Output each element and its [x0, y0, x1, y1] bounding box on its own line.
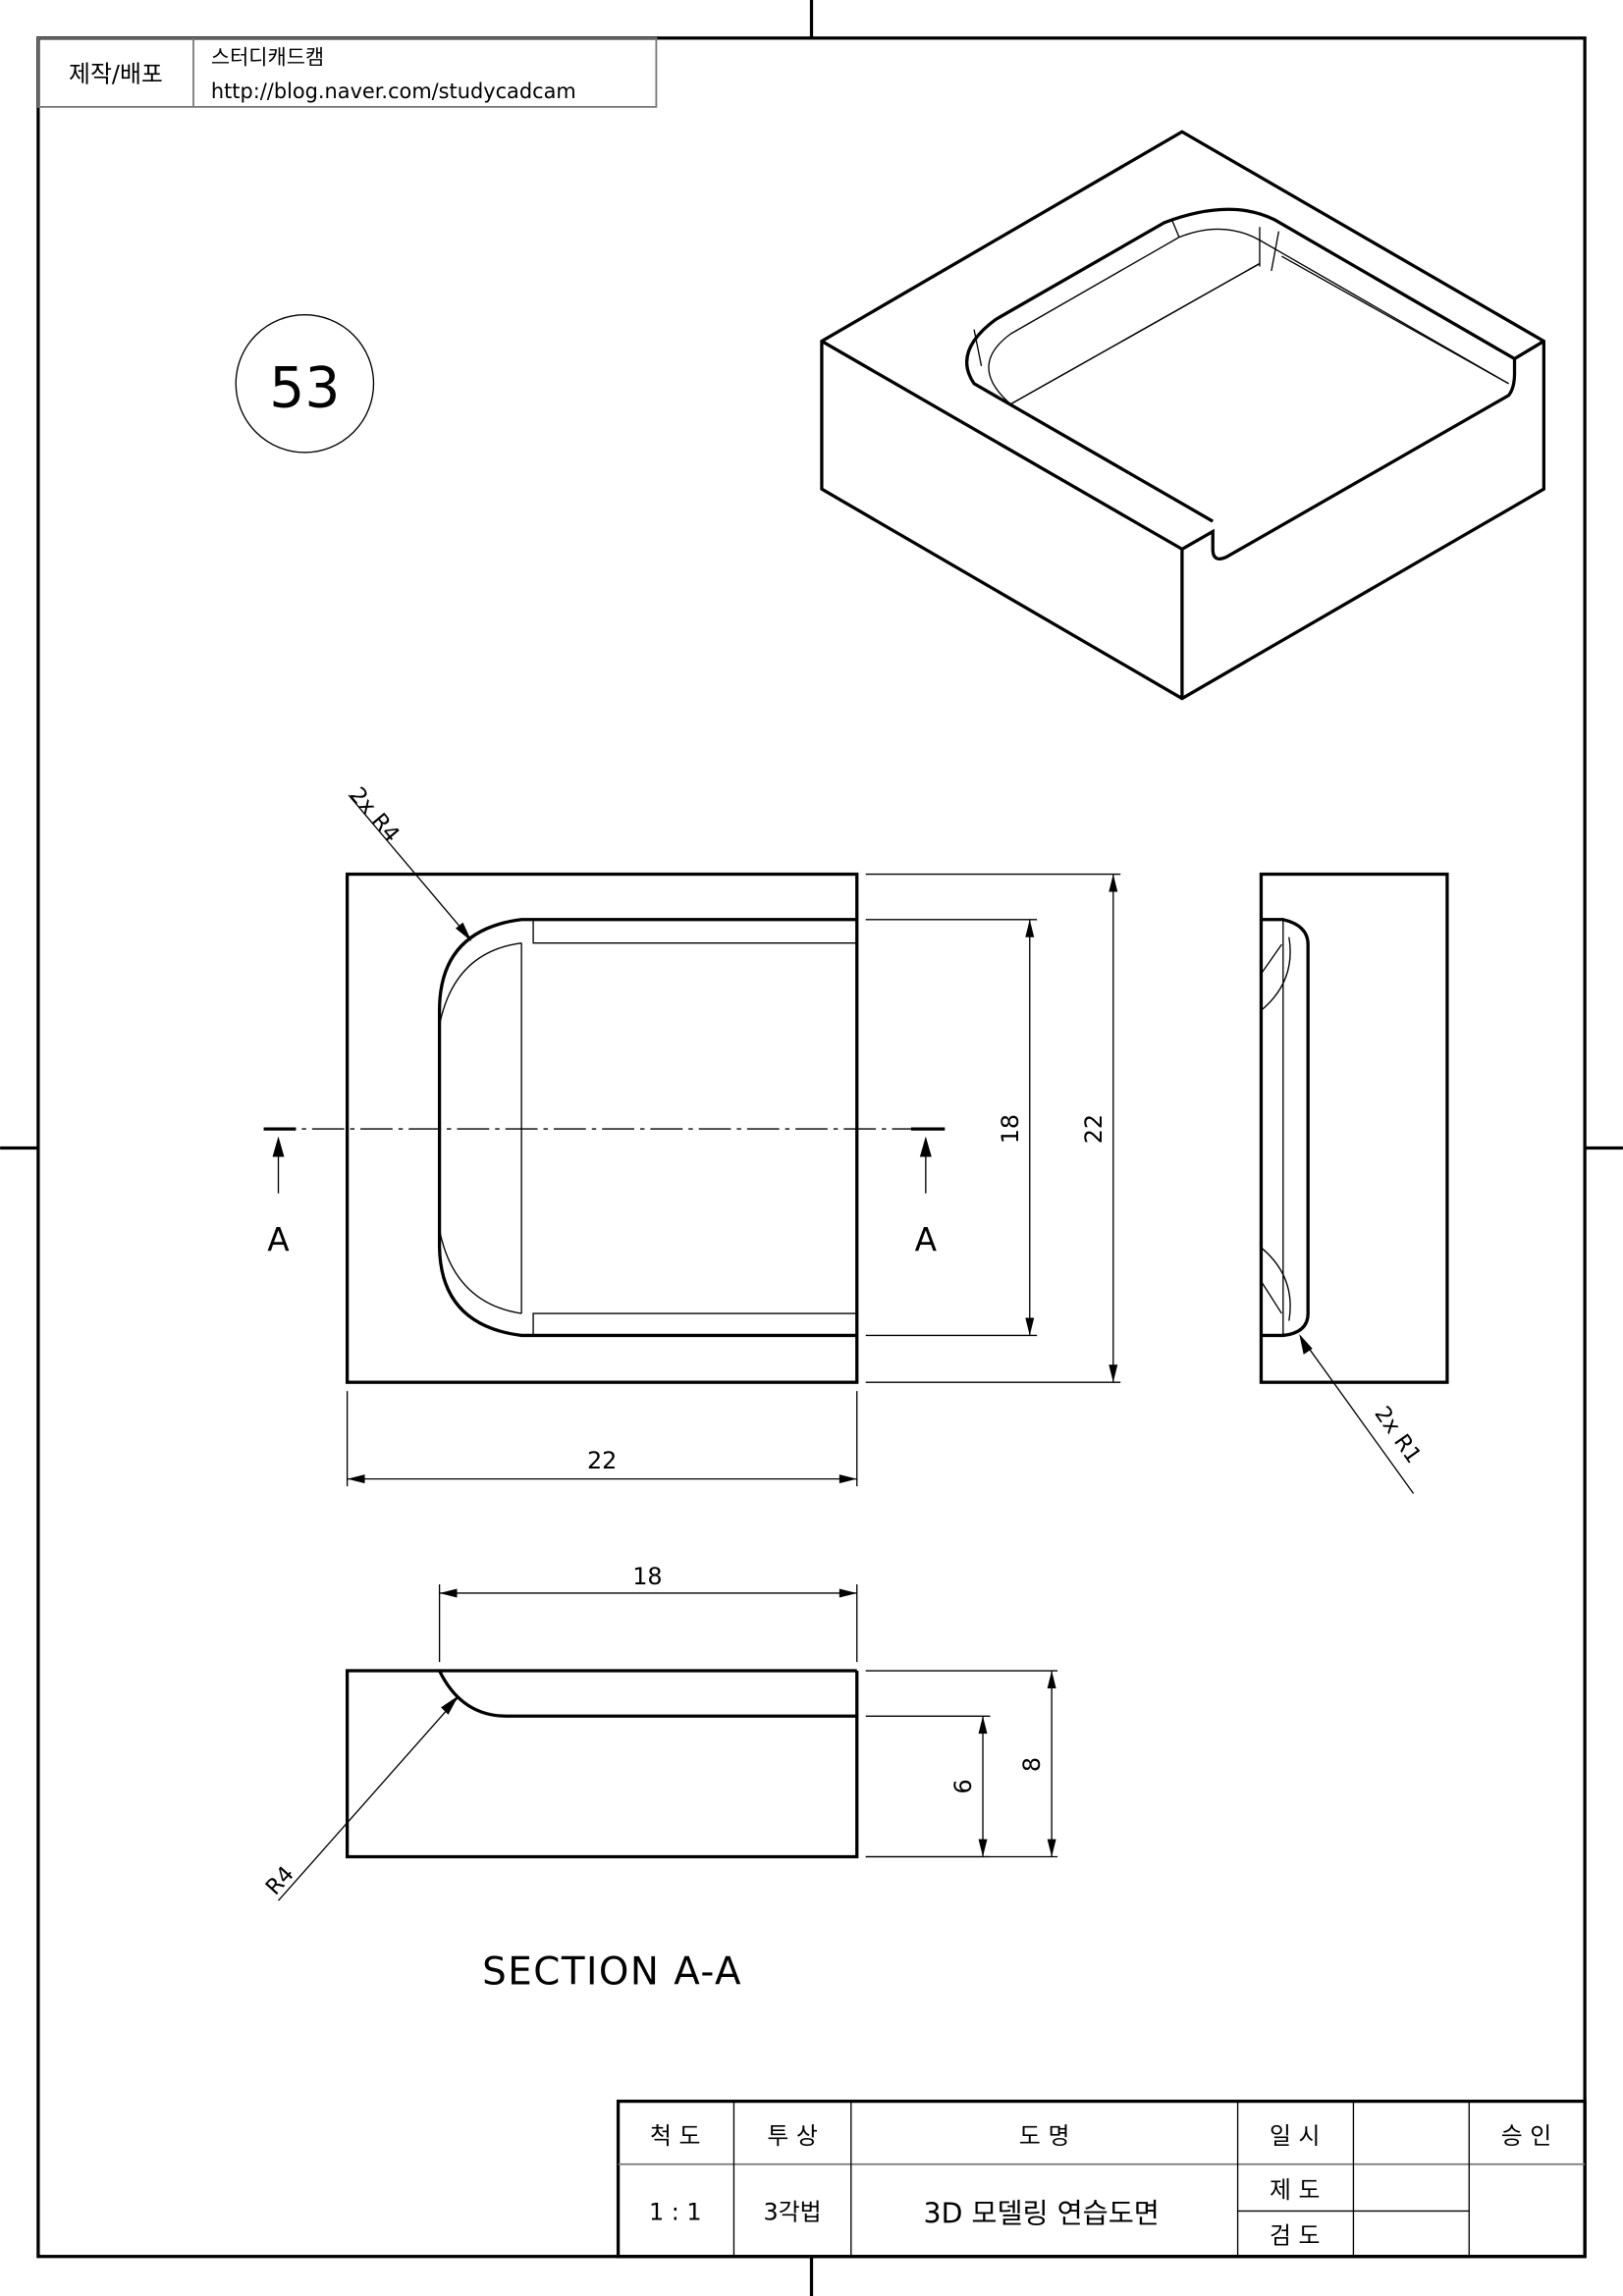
drawing-name: 3D 모델링 연습도면: [924, 2197, 1160, 2229]
header-url: http://blog.naver.com/studycadcam: [211, 80, 576, 103]
projection-label: 투 상: [767, 2122, 818, 2150]
dim-width-22: 22: [587, 1447, 617, 1474]
section-dim-18: 18: [632, 1563, 662, 1590]
section-view: 18 6 8 R4 SECTION A-A: [261, 1563, 1058, 1994]
scale-value: 1 : 1: [649, 2198, 702, 2225]
section-dim-6: 6: [949, 1779, 977, 1793]
checker-label: 검 도: [1270, 2221, 1321, 2249]
dim-height-22: 22: [1080, 1114, 1108, 1144]
dim-inner-18: 18: [997, 1114, 1024, 1144]
leader-r4-label: 2x R4: [345, 782, 405, 847]
section-mark-left: A: [267, 1221, 290, 1258]
date-label: 일 시: [1270, 2122, 1321, 2150]
isometric-view: [820, 130, 1545, 701]
header-author: 스터디캐드캠: [211, 46, 324, 70]
section-dim-8: 8: [1018, 1757, 1046, 1772]
header-label: 제작/배포: [69, 61, 163, 88]
projection-value: 3각법: [764, 2198, 822, 2225]
section-leader-r4: R4: [261, 1861, 299, 1900]
scale-label: 척 도: [650, 2122, 701, 2150]
front-view: A A 2x R4 22 18 22: [263, 782, 1121, 1487]
approve-label: 승 인: [1501, 2122, 1552, 2150]
side-view: 2x R1: [1259, 872, 1449, 1494]
name-label: 도 명: [1019, 2122, 1070, 2150]
drawing-number: 53: [269, 356, 340, 421]
section-title: SECTION A-A: [482, 1949, 742, 1994]
title-block: 척 도 투 상 도 명 일 시 승 인 1 : 1 3각법 3D 모델링 연습도…: [616, 2099, 1587, 2259]
header-box: 제작/배포 스터디캐드캠 http://blog.naver.com/study…: [36, 36, 658, 108]
drawing-number-circle: [235, 314, 375, 454]
section-mark-right: A: [915, 1221, 938, 1258]
leader-r1-label: 2x R1: [1369, 1402, 1426, 1468]
drafter-label: 제 도: [1270, 2176, 1321, 2204]
